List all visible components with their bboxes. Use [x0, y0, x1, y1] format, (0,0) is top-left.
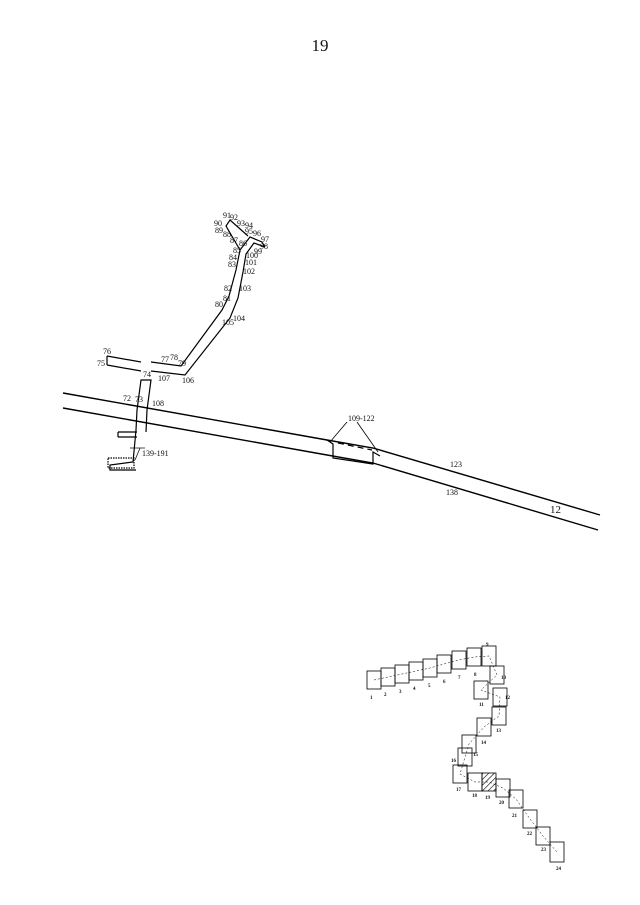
block-label-23: 23 — [541, 848, 547, 853]
label-97: 97 — [261, 235, 269, 244]
block-label-13: 13 — [496, 729, 502, 734]
block-label-18: 18 — [472, 794, 478, 799]
label-73: 73 — [135, 395, 143, 404]
label-101: 101 — [245, 258, 257, 267]
label-83: 83 — [228, 260, 236, 269]
label-79: 79 — [178, 359, 186, 368]
label-98: 98 — [260, 242, 268, 251]
block-8 — [466, 647, 482, 667]
label-80: 80 — [215, 300, 223, 309]
label-93: 93 — [237, 219, 245, 228]
block-label-2: 2 — [384, 693, 387, 698]
tunnel-number-12: 12 — [550, 504, 561, 516]
block-13 — [491, 706, 507, 726]
block-19 — [481, 772, 497, 792]
label-74: 74 — [143, 370, 151, 379]
block-label-12: 12 — [505, 696, 511, 701]
block-label-21: 21 — [512, 814, 518, 819]
block-label-22: 22 — [527, 832, 533, 837]
label-88: 88 — [223, 230, 231, 239]
label-104: 104 — [233, 314, 245, 323]
label-82: 82 — [224, 284, 232, 293]
page-number: 19 — [311, 36, 329, 55]
label-123: 123 — [450, 460, 462, 469]
label-89: 89 — [215, 226, 223, 235]
block-4 — [408, 661, 424, 681]
block-label-5: 5 — [428, 684, 431, 689]
label-139-191: 139-191 — [142, 449, 169, 458]
main-tunnel — [62, 392, 601, 531]
label-99: 99 — [254, 247, 262, 256]
label-87: 87 — [230, 236, 238, 245]
block-label-24: 24 — [556, 867, 562, 872]
label-81: 81 — [223, 294, 231, 303]
block-label-9: 9 — [486, 643, 489, 648]
block-21 — [508, 789, 524, 809]
block-label-11: 11 — [479, 703, 484, 708]
shaft-139-191 — [107, 409, 148, 471]
block-24 — [549, 841, 565, 863]
label-76: 76 — [103, 347, 111, 356]
block-label-6: 6 — [443, 680, 446, 685]
block-sequence-path — [373, 655, 558, 853]
label-102: 102 — [243, 267, 255, 276]
label-106: 106 — [182, 376, 194, 385]
block-label-3: 3 — [399, 690, 402, 695]
block-2 — [380, 667, 396, 687]
label-75: 75 — [97, 359, 105, 368]
block-label-4: 4 — [413, 687, 416, 692]
block-20 — [495, 778, 511, 798]
label-90: 90 — [214, 219, 222, 228]
label-72: 72 — [123, 394, 131, 403]
block-label-17: 17 — [456, 788, 462, 793]
block-23 — [535, 826, 551, 846]
block-22 — [522, 809, 538, 829]
label-107: 107 — [158, 374, 170, 383]
block-15 — [461, 734, 477, 754]
label-108: 108 — [152, 399, 164, 408]
label-78: 78 — [170, 353, 178, 362]
label-86: 86 — [239, 239, 247, 248]
niche-109-122 — [326, 421, 381, 465]
label-92: 92 — [230, 213, 238, 222]
label-95: 95 — [245, 227, 253, 236]
block-10 — [489, 665, 505, 685]
label-96: 96 — [253, 229, 261, 238]
label-138: 138 — [446, 488, 458, 497]
block-14 — [476, 717, 492, 737]
label-77: 77 — [161, 355, 169, 364]
label-91: 91 — [223, 211, 231, 220]
passage-labels: 91 92 93 94 90 89 95 96 88 87 97 86 98 8… — [97, 211, 561, 516]
side-passage — [106, 219, 266, 411]
block-9 — [481, 645, 497, 667]
label-109-122: 109-122 — [348, 414, 375, 423]
block-label-19: 19 — [485, 796, 491, 801]
label-94: 94 — [245, 221, 253, 230]
block-16 — [457, 747, 473, 767]
block-label-10: 10 — [501, 676, 507, 681]
label-84: 84 — [229, 253, 237, 262]
block-label-7: 7 — [458, 676, 461, 681]
block-6 — [436, 654, 452, 674]
block-label-15: 15 — [473, 753, 479, 758]
block-label-14: 14 — [481, 741, 487, 746]
label-85: 85 — [233, 246, 241, 255]
block-12 — [492, 687, 508, 707]
block-7 — [451, 650, 467, 670]
block-17 — [452, 764, 468, 784]
block-label-16: 16 — [451, 759, 457, 764]
block-label-8: 8 — [474, 673, 477, 678]
label-105: 105 — [222, 318, 234, 327]
block-label-1: 1 — [370, 696, 373, 701]
block-11 — [473, 680, 489, 700]
block-label-20: 20 — [499, 801, 505, 806]
label-103: 103 — [239, 284, 251, 293]
label-100: 100 — [246, 251, 258, 260]
